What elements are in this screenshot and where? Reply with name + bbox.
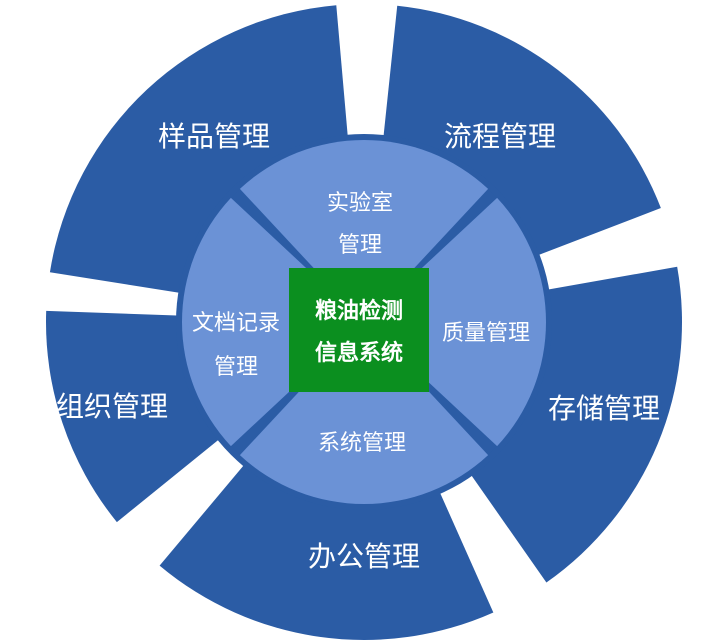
segment-labels: 样品管理流程管理存储管理办公管理组织管理实验室管理质量管理系统管理文档记录管理 [56,120,660,573]
center-box [289,268,429,392]
outer-label-process: 流程管理 [444,120,556,153]
inner-label-document-line1: 文档记录 [192,311,280,336]
inner-segment-document [182,197,364,447]
inner-segment-lab [239,140,489,322]
inner-label-lab-line1: 实验室 [327,191,393,216]
center-label-line1: 粮油检测 [315,298,403,324]
outer-label-storage: 存储管理 [548,392,660,425]
center-label-line2: 信息系统 [315,340,403,366]
inner-segment-system [239,322,489,504]
outer-label-office: 办公管理 [308,540,420,573]
inner-label-system-line1: 系统管理 [318,431,406,456]
inner-label-document-line2: 管理 [214,355,258,380]
center-node: 粮油检测 信息系统 [289,268,429,392]
inner-label-quality-line1: 质量管理 [442,321,530,346]
outer-label-organization: 组织管理 [56,390,168,423]
inner-segment-quality [364,197,546,447]
inner-label-lab-line2: 管理 [338,233,382,258]
outer-label-sample: 样品管理 [158,120,270,153]
